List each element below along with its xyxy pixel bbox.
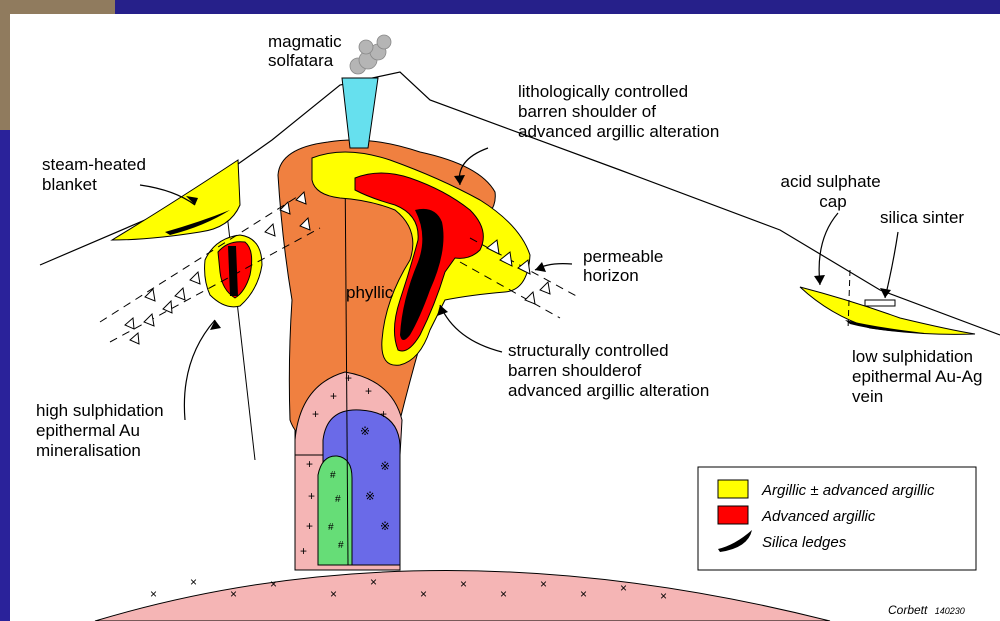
silica-sinter-label: silica sinter [880, 208, 964, 227]
steam-plume-icon [350, 35, 391, 74]
svg-text:#: # [335, 494, 341, 505]
svg-text:#: # [338, 540, 344, 551]
magmatic-solfatara-label: magmatic solfatara [268, 32, 346, 70]
steam-heated-blanket-label: steam-heated blanket [42, 155, 151, 194]
svg-text:×: × [330, 587, 337, 601]
svg-text:+: + [306, 519, 313, 533]
svg-text:×: × [660, 589, 667, 603]
low-sulphidation-label: low sulphidation epithermal Au-Ag vein [852, 347, 987, 406]
legend-swatch-advanced-argillic [718, 506, 748, 524]
solfatara-vent [342, 78, 378, 148]
svg-text:※: ※ [365, 489, 375, 503]
svg-text:※: ※ [360, 424, 370, 438]
svg-text:+: + [312, 407, 319, 421]
silica-sinter-bar [865, 300, 895, 306]
svg-text:×: × [500, 587, 507, 601]
svg-text:×: × [190, 575, 197, 589]
legend: Argillic ± advanced argillic Advanced ar… [698, 467, 976, 570]
svg-text:×: × [370, 575, 377, 589]
svg-text:×: × [540, 577, 547, 591]
legend-label-advanced-argillic: Advanced argillic [761, 508, 876, 525]
svg-text:×: × [460, 577, 467, 591]
legend-swatch-argillic [718, 480, 748, 498]
svg-text:+: + [306, 457, 313, 471]
permeable-horizon-label: permeable horizon [583, 247, 668, 285]
phyllic-label: phyllic [346, 283, 394, 302]
svg-text:+: + [345, 371, 352, 385]
acid-sulphate-cap-label: acid sulphate cap [781, 172, 886, 211]
high-sulphidation-label: high sulphidation epithermal Au minerali… [36, 401, 168, 460]
svg-text:+: + [300, 544, 307, 558]
lithologic-shoulder-label: lithologically controlled barren shoulde… [518, 82, 719, 141]
structural-shoulder-label: structurally controlled barren shouldero… [508, 341, 709, 400]
svg-text:※: ※ [380, 459, 390, 473]
svg-text:×: × [420, 587, 427, 601]
svg-text:+: + [308, 489, 315, 503]
credit-label: Corbett 140230 [888, 603, 965, 617]
svg-text:×: × [150, 587, 157, 601]
svg-text:#: # [330, 470, 336, 481]
legend-label-silica-ledges: Silica ledges [762, 534, 847, 551]
svg-text:+: + [330, 389, 337, 403]
svg-text:×: × [580, 587, 587, 601]
svg-text:+: + [365, 384, 372, 398]
svg-text:+: + [380, 407, 387, 421]
svg-text:#: # [328, 522, 334, 533]
svg-text:×: × [230, 587, 237, 601]
legend-label-argillic: Argillic ± advanced argillic [761, 482, 935, 499]
intrusion-texture: +++ +++ +++ ## ## ※※ ※※ ××× ××× ××× ××× … [150, 371, 667, 603]
svg-text:×: × [270, 577, 277, 591]
svg-text:※: ※ [380, 519, 390, 533]
svg-text:×: × [620, 581, 627, 595]
